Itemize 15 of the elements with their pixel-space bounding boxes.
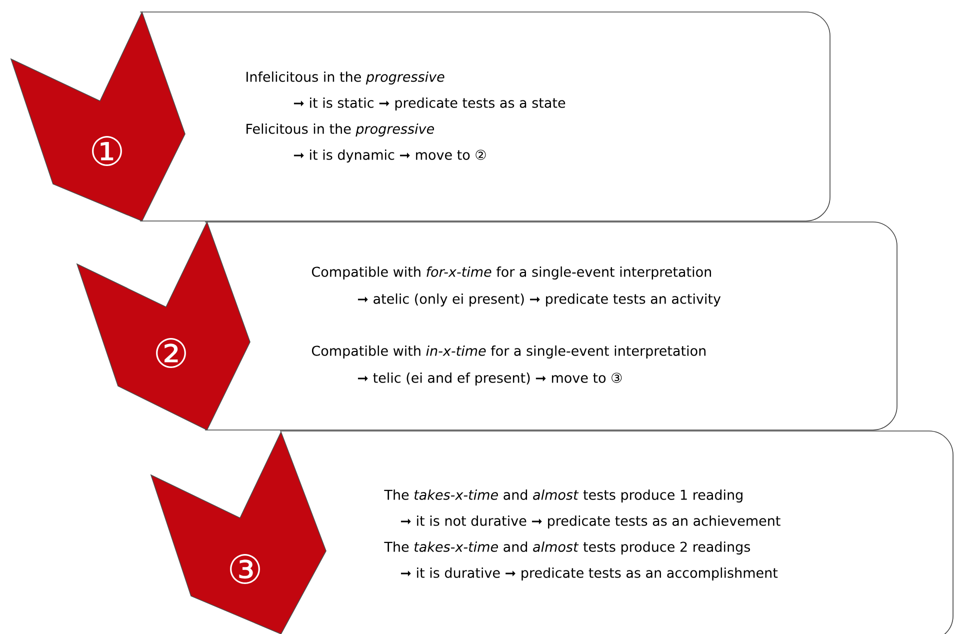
text-box [280,430,954,634]
text-line: The takes-x-time and almost tests produce 2 readings [384,541,750,555]
text-box [140,12,830,222]
text-line: ➞ it is static ➞ predicate tests as a state [294,97,566,111]
text-line: Compatible with in-x-time for a single-event interpretation [312,345,706,359]
text-line: ➞ it is not durative ➞ predicate tests as an achievement [400,515,780,529]
text-line: ➞ it is durative ➞ predicate tests as an accomplishment [400,567,778,581]
text-box [204,222,898,430]
text-line: ➞ it is dynamic ➞ move to ② [294,149,486,163]
text-line: Infelicitous in the progressive [246,71,444,85]
text-line: Felicitous in the progressive [246,123,434,137]
text-line: ➞ atelic (only ei present) ➞ predicate tests an activity [358,293,721,307]
text-line: ➞ telic (ei and ef present) ➞ move to ③ [358,372,622,386]
text-line: Compatible with for-x-time for a single-event interpretation [312,266,711,280]
text-line: The takes-x-time and almost tests produce 1 reading [384,489,742,503]
